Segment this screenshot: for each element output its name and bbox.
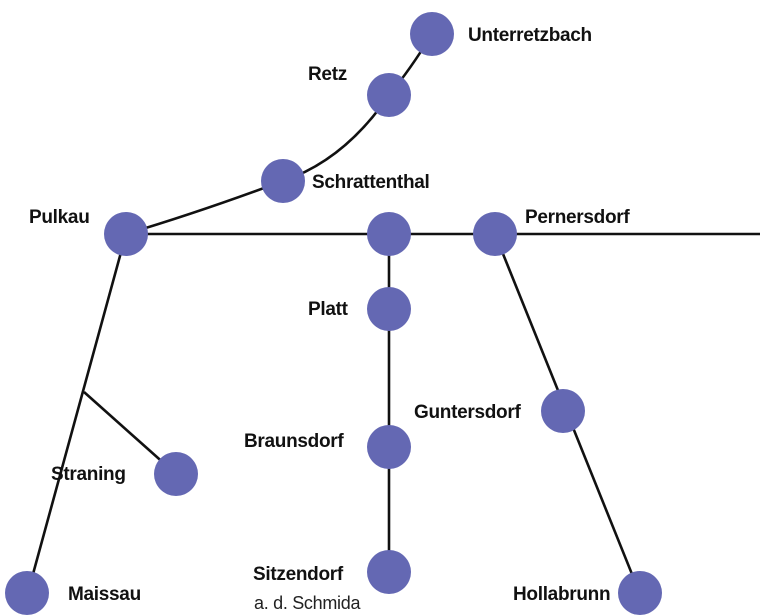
label-pernersdorf: Pernersdorf — [525, 207, 630, 228]
label-braunsdorf: Braunsdorf — [244, 431, 344, 452]
stations — [5, 12, 662, 615]
station-unterretzbach[interactable] — [410, 12, 454, 56]
station-platt[interactable] — [367, 287, 411, 331]
label-sitzendorf-sub: a. d. Schmida — [254, 593, 361, 613]
label-hollabrunn: Hollabrunn — [513, 584, 610, 605]
label-retz: Retz — [308, 64, 347, 85]
station-pernersdorf[interactable] — [473, 212, 517, 256]
station-maissau[interactable] — [5, 571, 49, 615]
station-sitzendorf[interactable] — [367, 550, 411, 594]
line-schrattenthal-pulkau — [125, 179, 284, 236]
label-unterretzbach: Unterretzbach — [468, 25, 592, 46]
station-labels: Unterretzbach Retz Schrattenthal Pulkau … — [29, 25, 631, 613]
station-pulkau[interactable] — [104, 212, 148, 256]
label-maissau: Maissau — [68, 584, 141, 605]
label-pulkau: Pulkau — [29, 207, 90, 228]
label-sitzendorf: Sitzendorf — [253, 564, 344, 585]
station-retz[interactable] — [367, 73, 411, 117]
station-guntersdorf[interactable] — [541, 389, 585, 433]
station-schrattenthal[interactable] — [261, 159, 305, 203]
station-hollabrunn[interactable] — [618, 571, 662, 615]
station-junction[interactable] — [367, 212, 411, 256]
station-braunsdorf[interactable] — [367, 425, 411, 469]
station-straning[interactable] — [154, 452, 198, 496]
label-straning: Straning — [51, 464, 126, 485]
label-schrattenthal: Schrattenthal — [312, 172, 430, 193]
label-guntersdorf: Guntersdorf — [414, 402, 521, 423]
line-pulkau-maissau — [25, 233, 128, 597]
label-platt: Platt — [308, 299, 349, 320]
